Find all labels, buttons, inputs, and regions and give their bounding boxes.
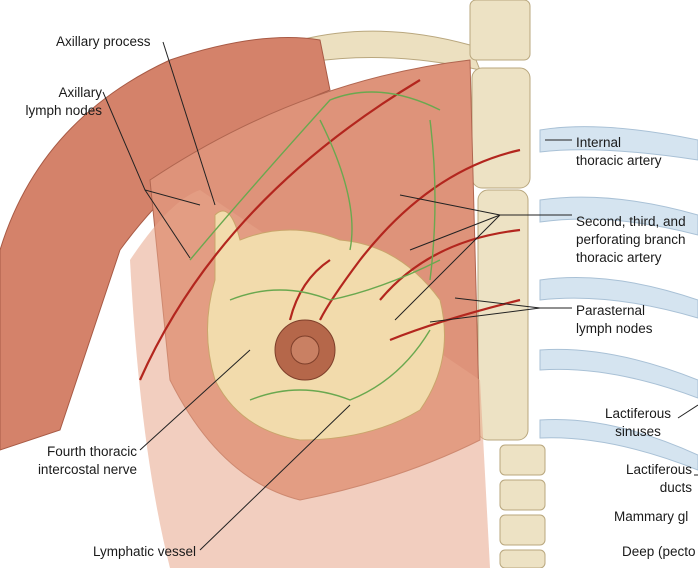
arteries [138,79,521,381]
label-lymphatic-vessel: Lymphatic vessel [92,544,196,559]
nipple [290,335,320,365]
label-mammary-gland: Mammary gl [614,509,689,524]
label-lactiferous-ducts: Lactiferous ducts [625,462,692,495]
sternum [469,0,546,568]
leader-lines [102,41,698,551]
label-fourth-thoracic-nerve: Fourth thoracic intercostal nerve [37,444,137,477]
label-deep-pectoral: Deep (pecto [622,544,696,559]
ribs [539,126,698,471]
label-internal-thoracic-artery: Internal thoracic artery [576,135,662,168]
lymphatics [189,91,441,401]
label-lactiferous-sinuses: Lactiferous sinuses [604,406,672,439]
label-parasternal-lymph-nodes: Parasternal lymph nodes [576,303,653,336]
label-axillary-process: Axillary process [56,34,151,49]
label-axillary-lymph-nodes: Axillary lymph nodes [25,85,102,118]
label-perforating-branches: Second, third, and perforating branch th… [576,214,686,265]
